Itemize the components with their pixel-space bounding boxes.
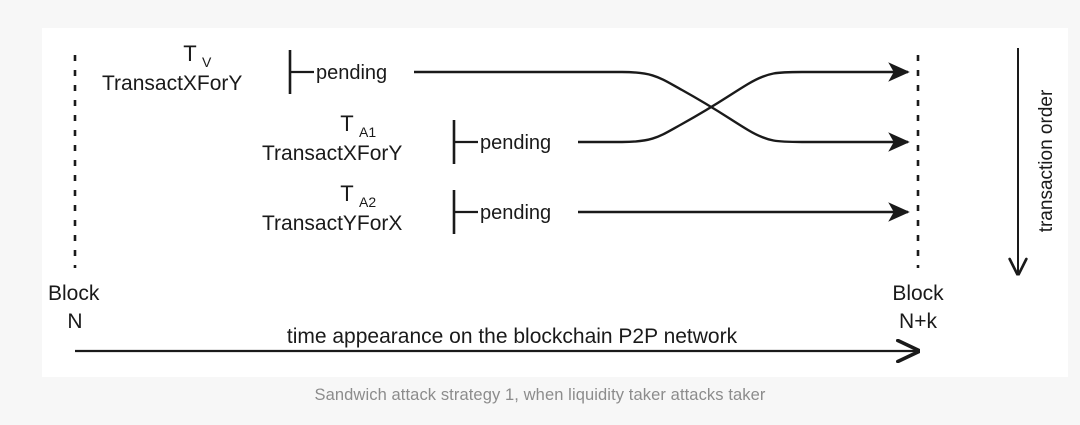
tx-3-name: TransactYForX [262,212,402,235]
sandwich-attack-diagram: T V TransactXForY pending T A1 TransactX… [48,41,1057,377]
tx-2-pending-label: pending [480,132,551,154]
tx-1-symbol: T [183,41,196,66]
tx-1-flow-path [414,70,910,152]
block-nk-label-line2: N+k [899,310,937,333]
tx-1-name: TransactXForY [102,72,242,95]
tx-1-pending-label: pending [316,62,387,84]
transaction-order-label: transaction order [1036,89,1057,232]
tx-2-subscript: A1 [359,124,376,140]
tx-2-symbol: T [340,111,353,136]
figure-card: T V TransactXForY pending T A1 TransactX… [42,28,1068,377]
time-axis-label: time appearance on the blockchain P2P ne… [287,325,738,348]
block-n-label-line2: N [67,310,82,333]
tx-3-pending-label: pending [480,202,551,224]
tx-3-subscript: A2 [359,194,376,210]
tx-1-subscript: V [202,54,212,70]
tx-3-symbol: T [340,181,353,206]
tx-2-name: TransactXForY [262,142,402,165]
tx-2-flow-path [578,62,910,144]
figure-caption: Sandwich attack strategy 1, when liquidi… [314,386,766,404]
block-n-label-line1: Block [48,282,100,305]
block-nk-label-line1: Block [892,282,944,305]
